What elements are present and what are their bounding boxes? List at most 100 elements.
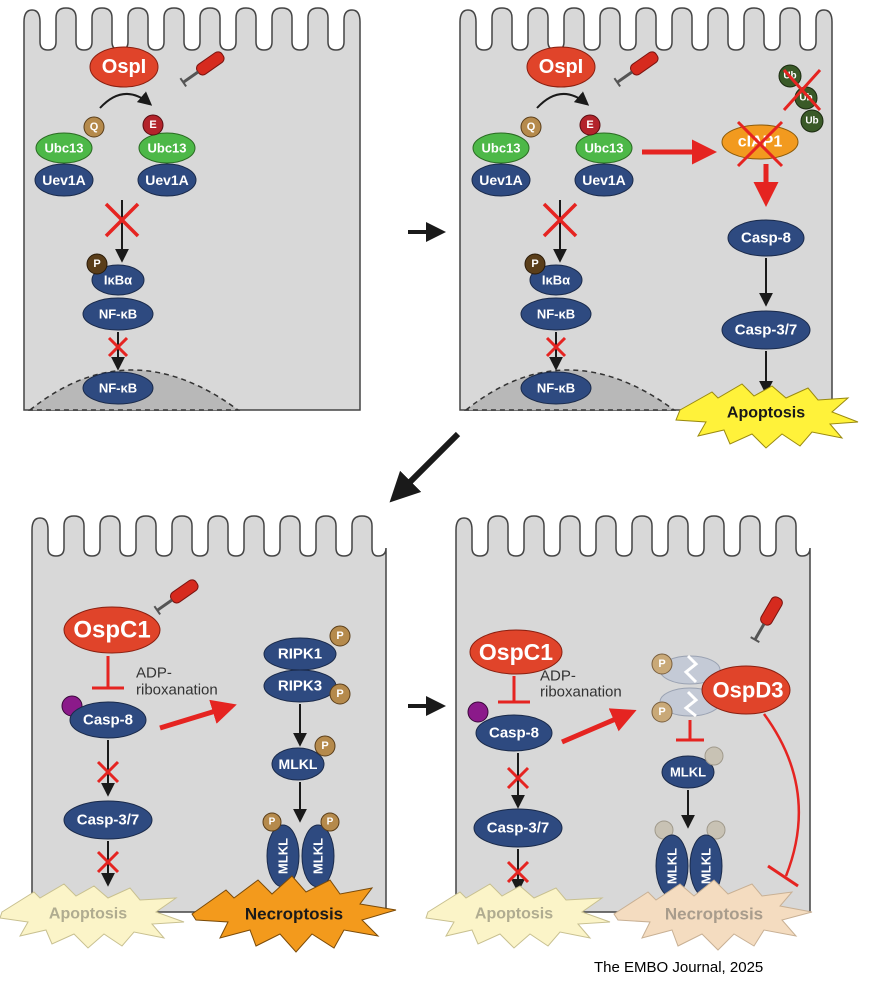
uev1a-left xyxy=(34,163,94,197)
adp-label-line2: riboxanation xyxy=(540,684,622,701)
syringe-icon xyxy=(179,51,225,87)
block-cross xyxy=(96,760,120,784)
uev1a-right-label: Uev1A xyxy=(145,172,189,188)
panel-2: OspI Ubc13 Uev1A Q Ubc13 Uev1A E cIAP1 U… xyxy=(459,7,859,449)
uev1a-left-label: Uev1A xyxy=(479,172,523,188)
ospi-label: OspI xyxy=(539,56,583,78)
phospho-p xyxy=(524,253,546,275)
ospc1-effector xyxy=(63,606,161,654)
necroptosis-label: Necroptosis xyxy=(665,905,763,924)
inhibition-bar xyxy=(767,864,799,888)
phospho-p xyxy=(320,812,340,832)
nfkb-cyto xyxy=(520,297,592,331)
mlkl-right-label: MLKL xyxy=(311,838,326,874)
e-label: E xyxy=(149,119,156,131)
uev1a-left xyxy=(471,163,531,197)
casp37-label: Casp-3/7 xyxy=(77,812,140,829)
phospho-p xyxy=(651,701,673,723)
casp8 xyxy=(727,219,805,257)
inhibition-bar xyxy=(498,676,530,704)
faded-phospho-site xyxy=(706,820,726,840)
ripk1-label: RIPK1 xyxy=(278,646,322,663)
phospho-p xyxy=(651,653,673,675)
casp8-label: Casp-8 xyxy=(489,725,539,742)
ospd3-label: OspD3 xyxy=(713,678,784,703)
casp37 xyxy=(63,800,153,840)
block-cross xyxy=(506,766,530,790)
apoptosis-label: Apoptosis xyxy=(727,405,805,422)
adp-label-line1: ADP- xyxy=(136,665,172,682)
apoptosis-burst xyxy=(675,383,859,449)
necroptosis-burst-faded xyxy=(613,879,813,951)
ospd3-effector xyxy=(701,665,791,715)
uev1a-left-label: Uev1A xyxy=(42,172,86,188)
casp8-label: Casp-8 xyxy=(741,230,791,247)
p-label: P xyxy=(336,688,343,700)
p-label: P xyxy=(658,658,665,670)
inhibition-bar xyxy=(92,656,124,690)
casp37-label: Casp-3/7 xyxy=(735,322,798,339)
ub-3-label: Ub xyxy=(805,116,818,127)
ospi-label: OspI xyxy=(102,56,146,78)
syringe-icon xyxy=(613,51,659,87)
p-label: P xyxy=(327,817,334,828)
apoptosis-label: Apoptosis xyxy=(49,906,127,923)
apoptosis-burst-faded xyxy=(425,883,611,949)
q-residue xyxy=(520,116,542,138)
panel-4: OspC1 ADP- riboxanation Casp-8 Casp-3/7 … xyxy=(425,515,813,951)
nfkb-nucleus xyxy=(82,371,154,405)
ubc13-left-label: Ubc13 xyxy=(44,141,83,156)
ikba xyxy=(91,264,145,296)
cell-outline-1 xyxy=(23,7,361,411)
p-label: P xyxy=(531,258,538,270)
ubc13-left xyxy=(35,132,93,164)
casp8 xyxy=(475,714,553,752)
nfkb-nucleus-label: NF-κB xyxy=(99,381,137,396)
ospi-effector xyxy=(89,46,159,88)
syringe-icon xyxy=(153,579,199,615)
adp-label-line1: ADP- xyxy=(540,668,576,685)
casp8 xyxy=(69,701,147,739)
cleavage-mark xyxy=(683,654,699,684)
necroptosis-label: Necroptosis xyxy=(245,905,343,924)
ubc13-right xyxy=(138,132,196,164)
ikba-label: IκBα xyxy=(104,273,132,288)
uev1a-right xyxy=(574,163,634,197)
adp-label-line2: riboxanation xyxy=(136,682,218,699)
ospd3-inhibition-curve xyxy=(762,713,801,877)
apoptosis-burst-faded xyxy=(0,883,185,949)
red-activation-arrow xyxy=(561,708,637,745)
nfkb-nucleus-label: NF-κB xyxy=(537,381,575,396)
nfkb-cyto-label: NF-κB xyxy=(99,307,137,322)
e-residue xyxy=(142,114,164,136)
p-label: P xyxy=(93,258,100,270)
casp37 xyxy=(473,808,563,848)
cell-outline-4 xyxy=(455,515,811,913)
mlkl xyxy=(661,755,715,789)
faded-phospho-site xyxy=(704,746,724,766)
q-label: Q xyxy=(90,121,99,133)
phospho-p xyxy=(329,683,351,705)
block-cross xyxy=(96,850,120,874)
ripk3-label: RIPK3 xyxy=(278,678,322,695)
inhibition-bar xyxy=(676,720,704,742)
ikba-label: IκBα xyxy=(542,273,570,288)
casp37 xyxy=(721,310,811,350)
nfkb-nucleus xyxy=(520,371,592,405)
block-cross xyxy=(545,336,567,358)
ubc13-right-label: Ubc13 xyxy=(584,141,623,156)
uev1a-right-label: Uev1A xyxy=(582,172,626,188)
phospho-p xyxy=(262,812,282,832)
ub-3 xyxy=(800,109,824,133)
p-label: P xyxy=(321,740,328,752)
ubc13-left xyxy=(472,132,530,164)
block-cross xyxy=(107,336,129,358)
mlkl-left-label: MLKL xyxy=(276,838,291,874)
ubc13-right xyxy=(575,132,633,164)
ikba xyxy=(529,264,583,296)
deamidation-arrow xyxy=(536,91,590,109)
block-cross xyxy=(506,860,530,884)
mlkl-label: MLKL xyxy=(670,765,706,780)
block-cross xyxy=(104,202,140,238)
